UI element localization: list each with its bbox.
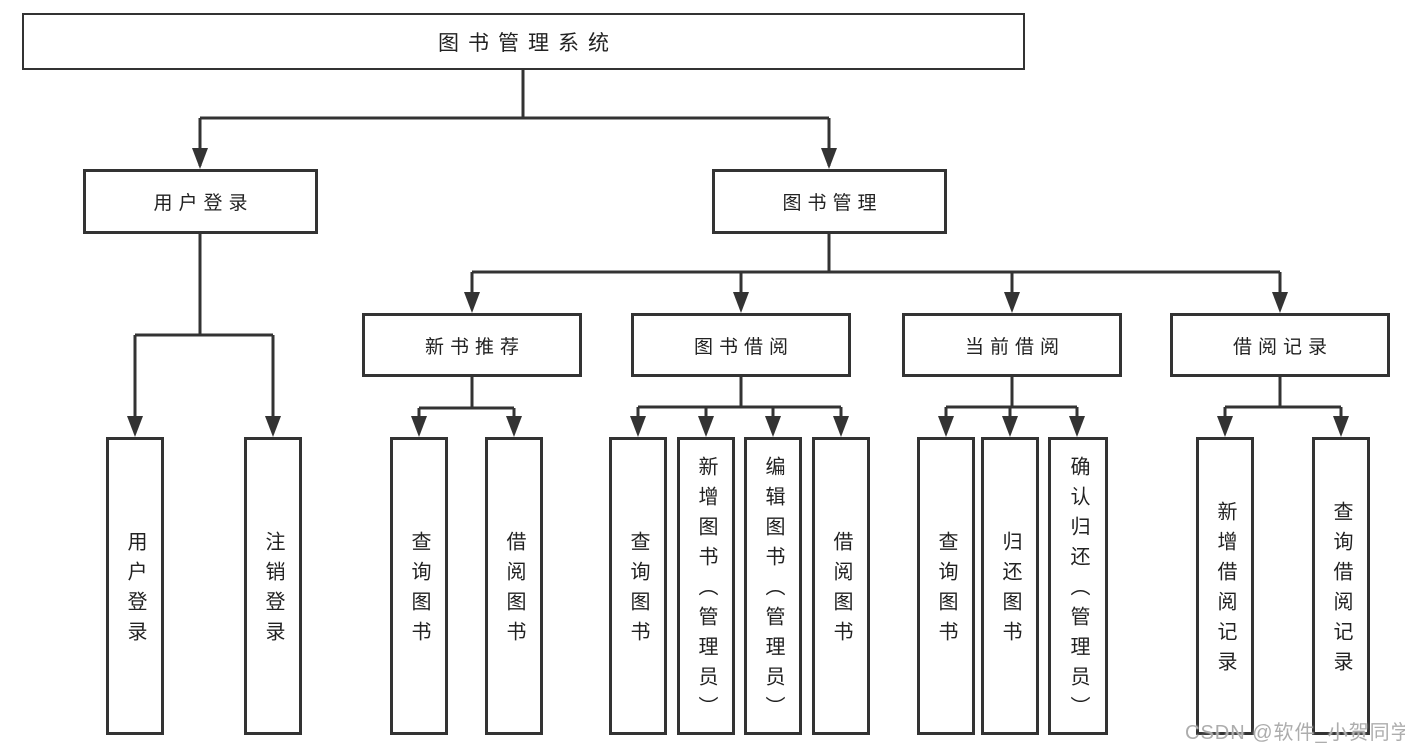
leaf-nbr-query-book: 查询图书 [390, 437, 448, 735]
node-root-label: 图书管理系统 [438, 31, 618, 55]
node-book-borrow-label: 图书借阅 [693, 336, 794, 358]
leaf-nbr-query-book-label: 查询图书 [408, 531, 430, 651]
node-root: 图书管理系统 [22, 13, 1025, 70]
node-new-book-recommend: 新书推荐 [362, 313, 582, 377]
node-new-book-recommend-label: 新书推荐 [424, 336, 525, 358]
leaf-cb-query-book: 查询图书 [917, 437, 975, 735]
leaf-nbr-borrow-book: 借阅图书 [485, 437, 543, 735]
leaf-bb-borrow-book: 借阅图书 [812, 437, 870, 735]
leaf-bb-add-book-label: 新增图书（管理员） [695, 456, 717, 726]
node-user-login: 用户登录 [83, 169, 318, 234]
node-current-borrow: 当前借阅 [902, 313, 1122, 377]
leaf-bb-query-book: 查询图书 [609, 437, 667, 735]
leaf-bb-borrow-book-label: 借阅图书 [830, 531, 852, 651]
leaf-cb-query-book-label: 查询图书 [935, 531, 957, 651]
leaf-cb-confirm-return: 确认归还（管理员） [1048, 437, 1108, 735]
csdn-watermark: CSDN @软件_小贺同学 [1185, 722, 1405, 744]
leaf-user-login-label: 用户登录 [124, 531, 146, 651]
node-current-borrow-label: 当前借阅 [964, 336, 1065, 358]
arrowheads [127, 148, 1349, 437]
leaf-bb-edit-book-label: 编辑图书（管理员） [762, 456, 784, 726]
leaf-br-query-record-label: 查询借阅记录 [1330, 501, 1352, 681]
leaf-cb-return-book: 归还图书 [981, 437, 1039, 735]
leaf-user-login: 用户登录 [106, 437, 164, 735]
node-borrow-record: 借阅记录 [1170, 313, 1390, 377]
leaf-bb-query-book-label: 查询图书 [627, 531, 649, 651]
node-book-borrow: 图书借阅 [631, 313, 851, 377]
node-user-login-label: 用户登录 [153, 193, 254, 214]
leaf-logout-label: 注销登录 [262, 531, 284, 651]
leaf-nbr-borrow-book-label: 借阅图书 [503, 531, 525, 651]
leaf-logout: 注销登录 [244, 437, 302, 735]
node-borrow-record-label: 借阅记录 [1232, 336, 1333, 358]
leaf-cb-return-book-label: 归还图书 [999, 531, 1021, 651]
node-book-management: 图书管理 [712, 169, 947, 234]
node-book-management-label: 图书管理 [782, 193, 883, 214]
leaf-br-add-record: 新增借阅记录 [1196, 437, 1254, 735]
leaf-cb-confirm-return-label: 确认归还（管理员） [1067, 456, 1089, 726]
leaf-bb-add-book: 新增图书（管理员） [677, 437, 735, 735]
leaf-br-add-record-label: 新增借阅记录 [1214, 501, 1236, 681]
leaf-bb-edit-book: 编辑图书（管理员） [744, 437, 802, 735]
leaf-br-query-record: 查询借阅记录 [1312, 437, 1370, 735]
